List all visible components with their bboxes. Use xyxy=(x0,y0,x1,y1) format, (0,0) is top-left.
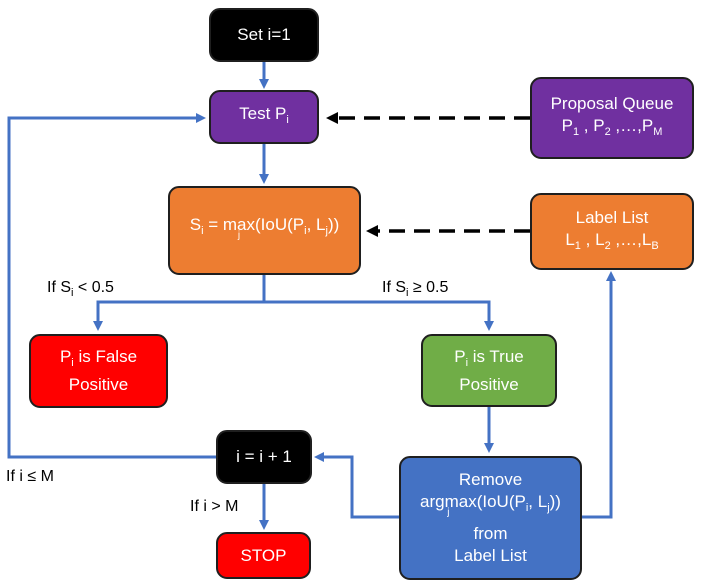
proposal-queue-items: P1 , P2 ,…,PM xyxy=(561,116,663,138)
condition-less-than: If Si < 0.5 xyxy=(47,279,114,299)
arrow-score-to-true-positive xyxy=(264,300,494,331)
start-node: Set i=1 xyxy=(209,8,319,62)
stop-label: STOP xyxy=(240,545,287,565)
remove-line4: Label List xyxy=(454,546,527,565)
increment-node: i = i + 1 xyxy=(216,430,312,484)
arrow-remove-to-label-list xyxy=(582,271,616,519)
stop-node: STOP xyxy=(216,532,311,579)
increment-label: i = i + 1 xyxy=(236,447,292,466)
false-positive-line2: Positive xyxy=(68,375,129,394)
test-proposal-node: Test Pi xyxy=(209,90,319,144)
label-list-items: L1 , L2 ,…,LB xyxy=(565,229,659,252)
arrow-score-to-false-positive xyxy=(93,275,266,331)
start-node-label: Set i=1 xyxy=(237,25,291,44)
proposal-queue-title: Proposal Queue xyxy=(550,94,674,113)
remove-line1: Remove xyxy=(458,470,523,489)
remove-line3: from xyxy=(473,524,508,543)
false-positive-node: Pi is False Positive xyxy=(29,334,168,408)
true-positive-node: Pi is True Positive xyxy=(421,334,557,407)
label-list-node: Label List L1 , L2 ,…,LB xyxy=(530,193,694,270)
true-positive-line1: Pi is True xyxy=(454,346,524,369)
label-list-title: Label List xyxy=(575,207,649,227)
test-proposal-label: Test Pi xyxy=(239,104,289,126)
false-positive-line1: Pi is False xyxy=(59,347,138,369)
condition-stop: If i > M xyxy=(190,498,239,515)
condition-loop: If i ≤ M xyxy=(6,468,54,485)
arrow-remove-to-increment xyxy=(314,452,399,519)
arrow-loop-back-to-test xyxy=(7,113,216,459)
proposal-queue-node: Proposal Queue P1 , P2 ,…,PM xyxy=(530,77,694,159)
condition-greater-equal: If Si ≥ 0.5 xyxy=(382,279,449,299)
true-positive-line2: Positive xyxy=(459,374,519,394)
